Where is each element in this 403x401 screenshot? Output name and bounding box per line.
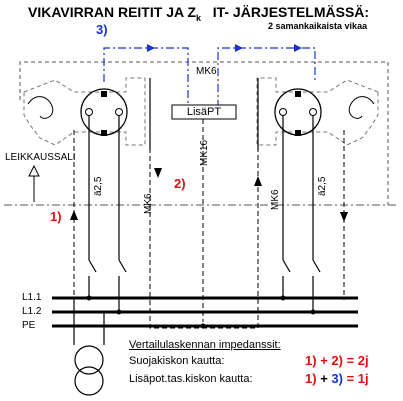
right-pendant-outline — [256, 77, 379, 146]
diagram-subtitle: 2 samankaikaista vikaa — [268, 21, 368, 31]
lisapt-label: LisäPT — [186, 106, 222, 118]
left-socket-pin-r — [115, 108, 123, 116]
left-wavy-contour — [27, 96, 54, 119]
right-socket-ground-bottom — [295, 130, 301, 136]
right-breaker-1 — [282, 259, 291, 298]
comparison-row-1-label: Suojakiskon kautta: — [129, 355, 225, 367]
bus-node-5 — [200, 323, 206, 329]
lisapt-box — [171, 104, 237, 120]
left-socket-ground-top — [101, 91, 107, 97]
right-socket-pin-l — [279, 108, 287, 116]
transformer-coil-2 — [74, 366, 104, 396]
bus-node-1 — [86, 295, 92, 301]
left-pendant-outline — [23, 77, 146, 146]
bus-label-l1-2: L1.2 — [22, 306, 42, 317]
left-breaker-2 — [118, 259, 127, 312]
right-socket-pin-r — [309, 108, 317, 116]
leikkaussali-label: LEIKKAUSSALI — [5, 152, 76, 163]
left-socket-ground-bottom — [101, 130, 107, 136]
room-boundary — [19, 61, 389, 205]
bus-node-4 — [310, 309, 316, 315]
mk6-top-label: MK6 — [196, 66, 217, 77]
left-breaker-1 — [88, 259, 97, 298]
mk16-label: MK16 — [199, 139, 210, 166]
a25-right-label: ä2,5 — [317, 176, 328, 196]
mk6-left-arrow-down — [154, 168, 162, 178]
right-wavy-contour — [348, 96, 375, 119]
pe-frame — [149, 148, 259, 329]
leikkaussali-pointer-head — [28, 164, 40, 177]
path3-arrow-1 — [147, 44, 155, 52]
comparison-row-2-equation: 1) + 3) = 1j — [305, 371, 369, 386]
right-socket-ground-top — [295, 91, 301, 97]
comparison-row-1-equation: 1) + 2) = 2j — [305, 353, 369, 368]
bus-label-pe: PE — [22, 320, 36, 331]
path3-arrow-3 — [294, 44, 302, 52]
a25-left-label: ä2,5 — [93, 176, 104, 196]
left-socket-pin-l — [85, 108, 93, 116]
right-arrow-down — [340, 212, 348, 222]
mk6-right-arrow-up — [254, 176, 262, 186]
path2-label: 2) — [174, 176, 186, 191]
bus-label-l1-1: L1.1 — [22, 292, 42, 303]
mk6-left-label: MK6 — [143, 193, 154, 214]
right-breaker-2 — [312, 259, 321, 312]
bus-node-2 — [280, 295, 286, 301]
comparison-row-2-label: Lisäpot.tas.kiskon kautta: — [129, 373, 253, 385]
bus-node-3 — [116, 309, 122, 315]
path3-arrow-2 — [235, 44, 243, 52]
comparison-heading: Vertailulaskennan impedanssit: — [129, 339, 281, 351]
path3-label: 3) — [96, 22, 108, 37]
transformer-coil-1 — [74, 345, 104, 375]
path1-label: 1) — [50, 209, 62, 224]
mk6-right-label: MK6 — [270, 189, 281, 210]
diagram-title: VIKAVIRRAN REITIT JA Zk IT- JÄRJESTELMÄS… — [28, 4, 370, 23]
path3-blue-route — [103, 47, 316, 108]
